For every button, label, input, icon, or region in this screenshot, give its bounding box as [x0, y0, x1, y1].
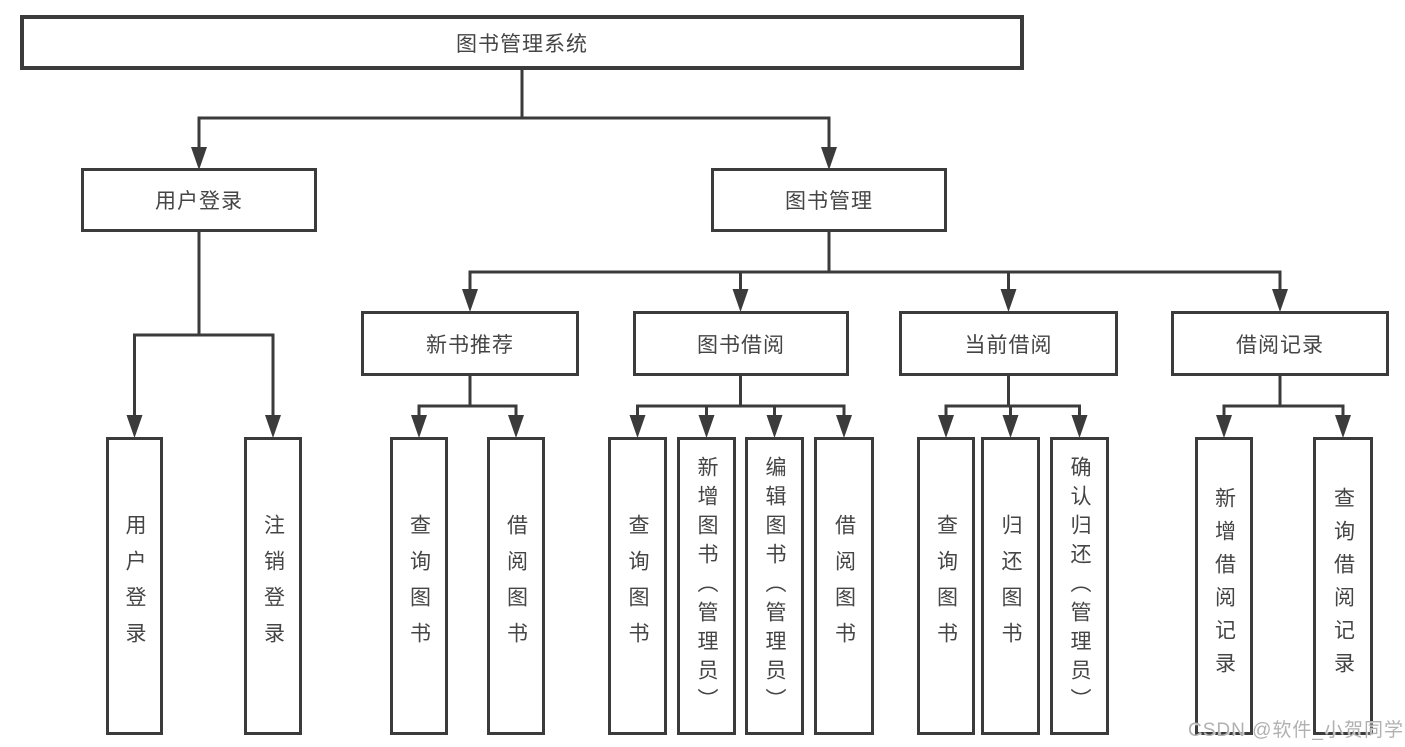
node-label: 用户登录 [123, 514, 146, 658]
node-library-management-system: 图书管理系统 [20, 15, 1024, 70]
leaf-borrow-books-2: 借阅图书 [814, 437, 874, 735]
node-book-management: 图书管理 [711, 168, 947, 232]
leaf-edit-books-admin: 编辑图书（管理员） [745, 437, 804, 735]
node-label: 确认归还（管理员） [1068, 455, 1091, 717]
leaf-query-books-1: 查询图书 [390, 437, 448, 735]
leaf-query-borrow-record: 查询借阅记录 [1313, 437, 1373, 735]
node-label: 查询图书 [407, 514, 431, 658]
node-label: 当前借阅 [964, 333, 1053, 357]
leaf-query-books-2: 查询图书 [608, 437, 667, 735]
node-label: 查询借阅记录 [1331, 487, 1355, 685]
arrowheads [126, 147, 1351, 438]
leaf-logout: 注销登录 [244, 437, 302, 735]
node-label: 用户登录 [155, 190, 243, 213]
node-label: 新增图书（管理员） [695, 455, 718, 717]
node-label: 编辑图书（管理员） [763, 455, 786, 717]
node-book-borrowing: 图书借阅 [633, 311, 849, 376]
node-label: 图书借阅 [697, 333, 785, 357]
node-label: 图书管理系统 [456, 32, 588, 56]
node-label: 新增借阅记录 [1212, 487, 1236, 685]
leaf-confirm-return-admin: 确认归还（管理员） [1050, 437, 1109, 735]
leaf-return-books: 归还图书 [981, 437, 1040, 735]
node-label: 注销登录 [261, 514, 285, 658]
node-label: 借阅记录 [1236, 333, 1324, 357]
node-label: 查询图书 [934, 514, 958, 658]
leaf-borrow-books-1: 借阅图书 [487, 437, 545, 735]
leaf-add-books-admin: 新增图书（管理员） [677, 437, 736, 735]
leaf-add-borrow-record: 新增借阅记录 [1195, 437, 1253, 735]
node-label: 新书推荐 [426, 333, 514, 357]
node-borrowing-records: 借阅记录 [1171, 311, 1389, 376]
watermark: CSDN @软件_小贺同学 [1188, 720, 1404, 741]
node-label: 查询图书 [626, 514, 649, 658]
node-label: 归还图书 [999, 514, 1022, 658]
node-label: 借阅图书 [504, 514, 528, 658]
node-label: 图书管理 [785, 190, 873, 213]
node-current-borrowing: 当前借阅 [899, 311, 1118, 376]
node-new-book-recommend: 新书推荐 [361, 311, 579, 376]
node-label: 借阅图书 [832, 514, 856, 658]
node-user-login: 用户登录 [81, 168, 317, 232]
leaf-query-books-3: 查询图书 [917, 437, 975, 735]
leaf-user-login: 用户登录 [106, 437, 163, 735]
